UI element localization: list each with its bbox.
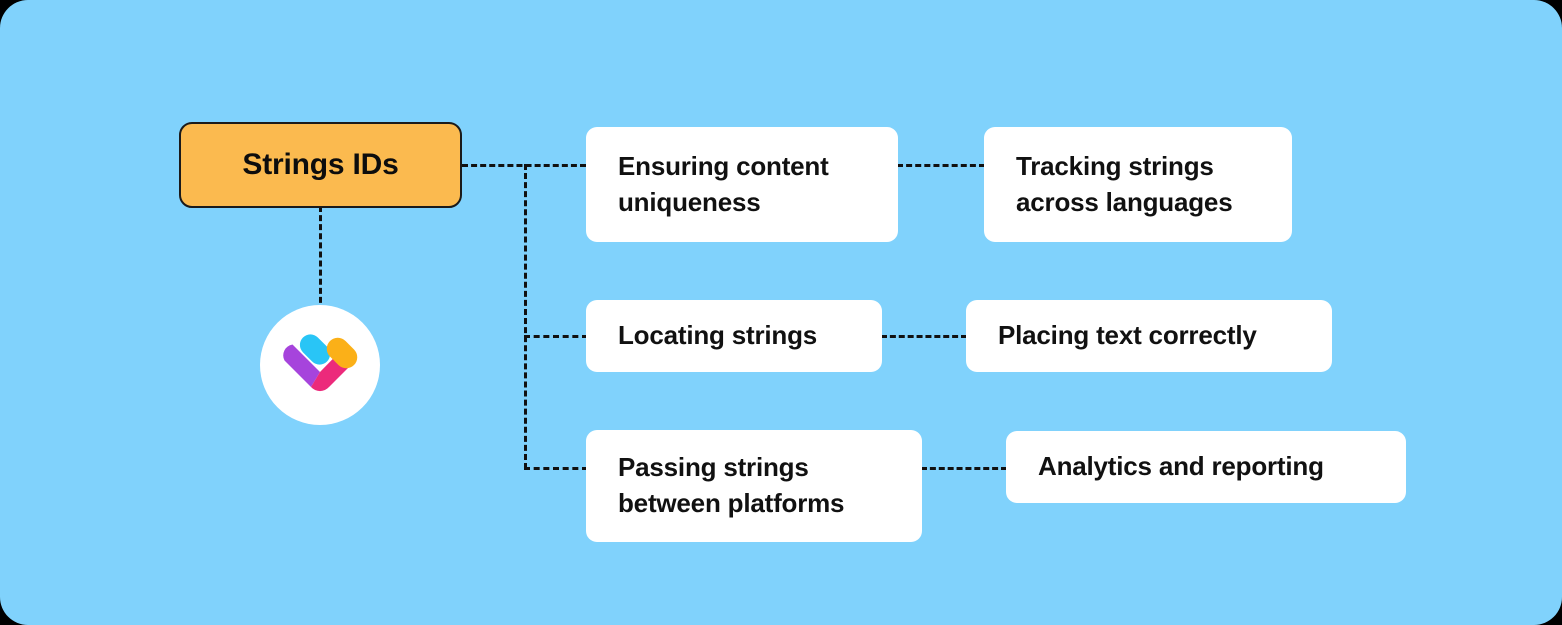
- root-node-label: Strings IDs: [242, 148, 399, 181]
- connector-row2-to-secondary: [881, 335, 967, 338]
- connector-row1-to-secondary: [897, 164, 985, 167]
- card-locating-strings[interactable]: Locating strings: [586, 300, 882, 372]
- logo-segment-top-right-orange: [326, 337, 358, 369]
- brand-chevron-logo-icon: [283, 334, 358, 392]
- card-label: Placing text correctly: [998, 320, 1257, 351]
- card-placing-text-correctly[interactable]: Placing text correctly: [966, 300, 1332, 372]
- connector-row3-to-secondary: [921, 467, 1007, 470]
- card-label: Analytics and reporting: [1038, 451, 1324, 482]
- logo-segment-bottom-left-purple: [283, 344, 320, 387]
- connector-root-to-logo: [319, 206, 322, 312]
- card-tracking-strings-across-languages[interactable]: Tracking strings across languages: [984, 127, 1292, 242]
- connector-trunk-vertical: [524, 164, 527, 469]
- logo-segment-top-left-cyan: [299, 334, 331, 365]
- root-node-strings-ids[interactable]: Strings IDs: [179, 122, 462, 208]
- card-passing-strings-between-platforms[interactable]: Passing strings between platforms: [586, 430, 922, 542]
- brand-logo-badge: [260, 305, 380, 425]
- card-analytics-and-reporting[interactable]: Analytics and reporting: [1006, 431, 1406, 503]
- card-ensuring-content-uniqueness[interactable]: Ensuring content uniqueness: [586, 127, 898, 242]
- connector-root-to-trunk: [462, 164, 586, 167]
- connector-trunk-to-row3: [524, 467, 588, 470]
- card-label: Locating strings: [618, 320, 818, 351]
- card-label: Passing strings between platforms: [618, 452, 845, 518]
- card-label: Tracking strings across languages: [1016, 150, 1233, 217]
- card-label: Ensuring content uniqueness: [618, 150, 829, 217]
- connector-trunk-to-row2: [524, 335, 588, 338]
